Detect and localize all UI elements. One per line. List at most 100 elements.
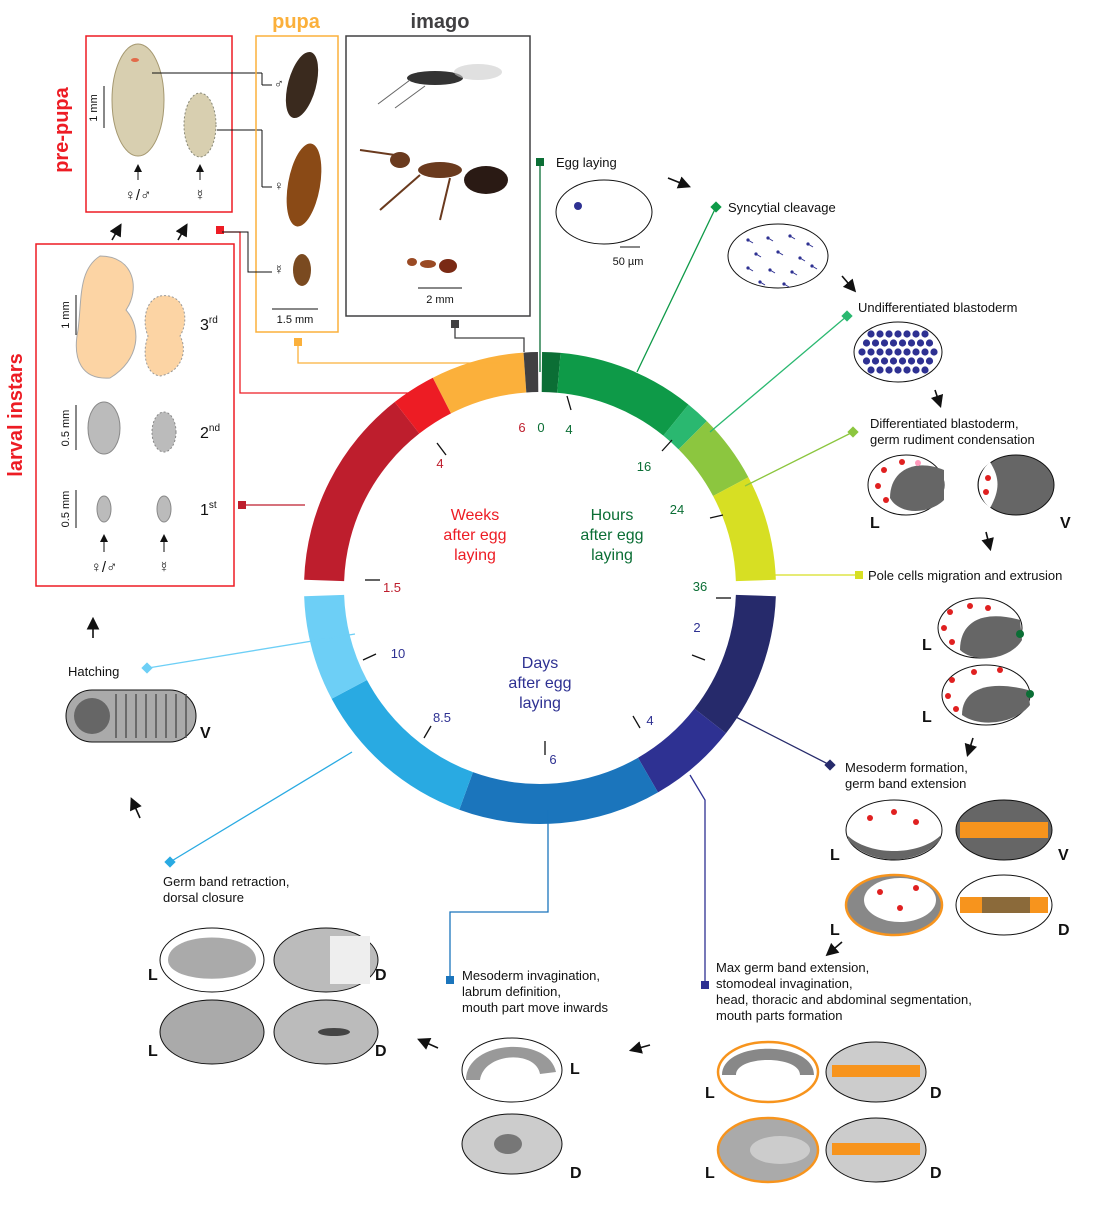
larva-3rd-female-image [75, 255, 137, 379]
ring-pupa [432, 352, 527, 414]
view-L: L [148, 967, 158, 984]
label-max-2: stomodeal invagination, [716, 976, 853, 991]
larva-2nd-female-image [87, 401, 121, 455]
label-hatching: Hatching [68, 664, 119, 679]
ring-days-2-4 [694, 594, 776, 734]
hours-line2: after egg [580, 527, 643, 544]
retr-embryo-D1: D [273, 927, 387, 993]
larva-2nd-worker-image [151, 411, 177, 453]
retr-embryo-L2: L [148, 999, 265, 1065]
retr-embryo-D2: D [273, 999, 387, 1065]
hours-line1: Hours [591, 507, 634, 524]
weeks-line3: laying [454, 547, 496, 564]
ring-prepupa [394, 377, 452, 434]
pole-embryo-1: L [922, 597, 1024, 659]
label-diff-1: Differentiated blastoderm, [870, 416, 1019, 431]
tick-w4: 4 [436, 456, 443, 471]
prepupa-title: pre-pupa [51, 86, 73, 172]
pupa-sex-worker: ☿ [274, 262, 284, 277]
view-D: D [930, 1085, 942, 1102]
label-meso-2: germ band extension [845, 776, 966, 791]
label-undiff: Undifferentiated blastoderm [858, 300, 1017, 315]
ring-pole [713, 477, 776, 582]
minv-embryo-L: L [461, 1037, 580, 1103]
ring-imago [523, 352, 539, 393]
view-L: L [922, 709, 932, 726]
tick-h24: 24 [670, 502, 684, 517]
days-line2: after egg [508, 675, 571, 692]
tick-h4: 4 [565, 422, 572, 437]
label-max-3: head, thoracic and abdominal segmentatio… [716, 992, 972, 1007]
view-V: V [1060, 515, 1071, 532]
imago-panel: imago 2 mm [345, 11, 531, 317]
pupa-male-image [285, 51, 319, 119]
label-minv-1: Mesoderm invagination, [462, 968, 600, 983]
connector-markers [141, 158, 863, 989]
larva-3rd-scale: 1 mm [60, 301, 72, 329]
ring-undiff [663, 404, 707, 450]
tick-h0: 0 [537, 420, 544, 435]
tick-w15: 1.5 [383, 580, 401, 595]
larval-panel: larval instars 1 mm 3rd 0.5 mm 2nd 0.5 m… [5, 243, 235, 587]
days-line1: Days [522, 655, 558, 672]
minv-embryo-D: D [461, 1113, 582, 1182]
prepupa-sex-worker: ☿ [194, 187, 205, 204]
meso-embryo-L1: L [830, 799, 943, 864]
pole-embryo-2: L [922, 664, 1034, 726]
weeks-line2: after egg [443, 527, 506, 544]
imago-queen-image [359, 149, 508, 221]
tick-w6: 6 [518, 420, 525, 435]
label-egg-laying: Egg laying [556, 155, 617, 170]
ring-days-6-8 [459, 757, 658, 824]
larva-1st-female-image [96, 495, 112, 523]
view-D: D [930, 1165, 942, 1182]
egg-laying-embryo: 50 µm [555, 179, 653, 268]
larva-3rd-worker-image [144, 295, 186, 377]
view-L: L [922, 637, 932, 654]
view-D: D [1058, 922, 1070, 939]
imago-male-image [377, 64, 502, 109]
larva-sex-worker: ☿ [158, 559, 169, 576]
ring-larva [304, 402, 420, 582]
ring-days-8-10 [331, 680, 473, 810]
max-embryo-L1: L [705, 1040, 820, 1104]
view-V: V [1058, 847, 1069, 864]
pupa-title: pupa [272, 11, 321, 33]
meso-embryo-D: D [955, 874, 1070, 939]
larval-title: larval instars [5, 353, 27, 476]
ring-ticks [362, 395, 731, 755]
max-embryo-L2: L [705, 1116, 820, 1184]
center-labels: Weeks after egg laying Hours after egg l… [443, 507, 643, 712]
view-L: L [570, 1061, 580, 1078]
tick-h36: 36 [693, 579, 707, 594]
connectors [147, 162, 857, 985]
imago-worker-image [407, 258, 457, 273]
view-L: L [870, 515, 880, 532]
pupa-panel: pupa ♂ ♀ ☿ 1.5 mm [222, 11, 339, 333]
meso-embryo-V: V [955, 799, 1069, 864]
view-D: D [570, 1165, 582, 1182]
view-L: L [830, 922, 840, 939]
larva-1st-worker-image [156, 495, 172, 523]
larva-1st-scale: 0.5 mm [60, 491, 72, 528]
view-D: D [375, 967, 387, 984]
larva-2nd-scale: 0.5 mm [60, 410, 72, 447]
meso-embryo-L2: L [830, 873, 944, 939]
view-L: L [705, 1085, 715, 1102]
pupa-female-image [286, 143, 322, 227]
label-pole: Pole cells migration and extrusion [868, 568, 1062, 583]
prepupa-female-image [111, 43, 165, 157]
imago-title: imago [411, 11, 470, 33]
view-L: L [705, 1165, 715, 1182]
larva-sex-fm: ♀/♂ [91, 559, 118, 576]
instar-1-label: 1st [200, 500, 217, 519]
label-max-4: mouth parts formation [716, 1008, 842, 1023]
prepupa-panel: pre-pupa 1 mm ♀/♂ ☿ [51, 35, 262, 213]
prepupa-sex-fm: ♀/♂ [125, 187, 152, 204]
prepupa-scale: 1 mm [88, 94, 100, 122]
undiff-embryo [853, 321, 943, 383]
weeks-line1: Weeks [451, 507, 500, 524]
tick-d6: 6 [549, 752, 556, 767]
